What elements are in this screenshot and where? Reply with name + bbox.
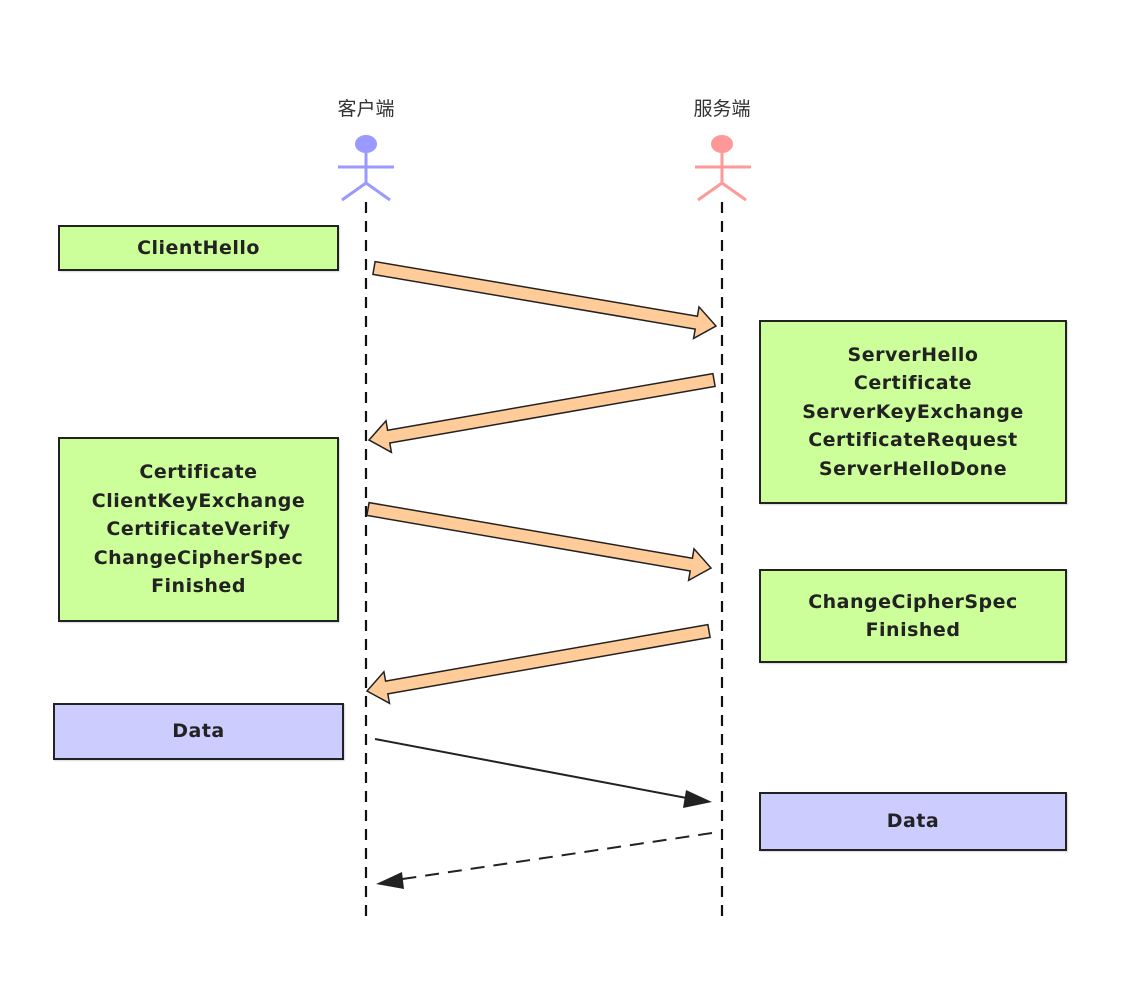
- note-line: ChangeCipherSpec: [93, 546, 304, 569]
- note-server-finished: ChangeCipherSpec Finished: [759, 569, 1067, 663]
- note-line: Data: [886, 810, 940, 833]
- data-arrow-server-to-client: [395, 832, 713, 881]
- note-server-hello: ServerHello Certificate ServerKeyExchang…: [759, 320, 1067, 504]
- note-line: CertificateVerify: [106, 518, 291, 541]
- block-arrow-client-hello: [372, 260, 718, 340]
- note-line: Certificate: [853, 372, 973, 395]
- note-line: Finished: [151, 575, 246, 598]
- note-client-hello: ClientHello: [58, 225, 339, 271]
- server-actor-label: 服务端: [693, 98, 751, 120]
- note-line: ServerKeyExchange: [802, 400, 1024, 423]
- note-client-data: Data: [53, 703, 344, 760]
- block-arrow-server-finished: [365, 623, 711, 705]
- note-client-finished: Certificate ClientKeyExchange Certificat…: [58, 437, 339, 622]
- server-actor-icon: [695, 135, 751, 202]
- note-line: ServerHello: [847, 343, 979, 366]
- data-arrowhead-left: [376, 872, 404, 889]
- note-line: ChangeCipherSpec: [808, 590, 1018, 613]
- note-line: ServerHelloDone: [818, 457, 1008, 480]
- note-line: CertificateRequest: [808, 429, 1018, 452]
- note-line: Data: [172, 720, 225, 743]
- data-arrow-client-to-server: [374, 738, 693, 800]
- note-line: ClientHello: [137, 236, 260, 259]
- client-actor-label: 客户端: [337, 98, 395, 120]
- note-line: Certificate: [139, 461, 258, 484]
- note-server-data: Data: [759, 792, 1067, 851]
- note-line: ClientKeyExchange: [91, 489, 306, 512]
- block-arrow-client-finished: [366, 501, 713, 582]
- client-actor-icon: [338, 135, 394, 202]
- data-arrowhead-right: [683, 790, 712, 808]
- block-arrow-server-hello: [367, 372, 716, 454]
- note-line: Finished: [865, 619, 961, 641]
